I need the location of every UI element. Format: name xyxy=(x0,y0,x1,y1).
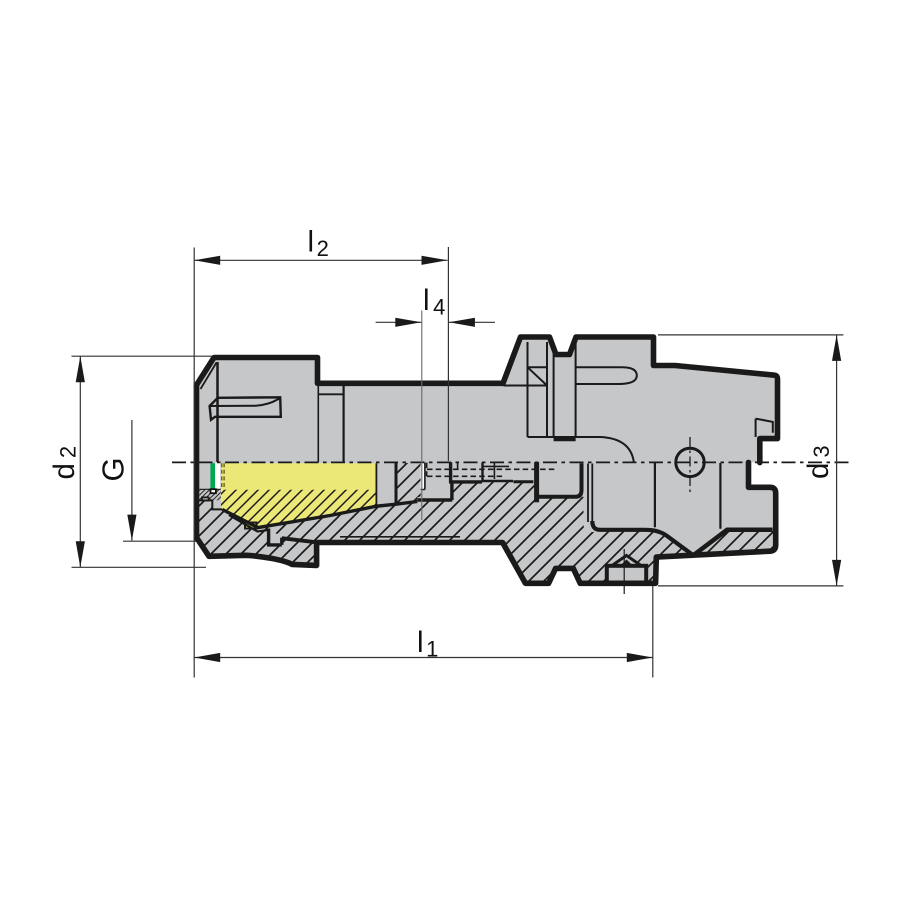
svg-text:G: G xyxy=(96,457,131,481)
